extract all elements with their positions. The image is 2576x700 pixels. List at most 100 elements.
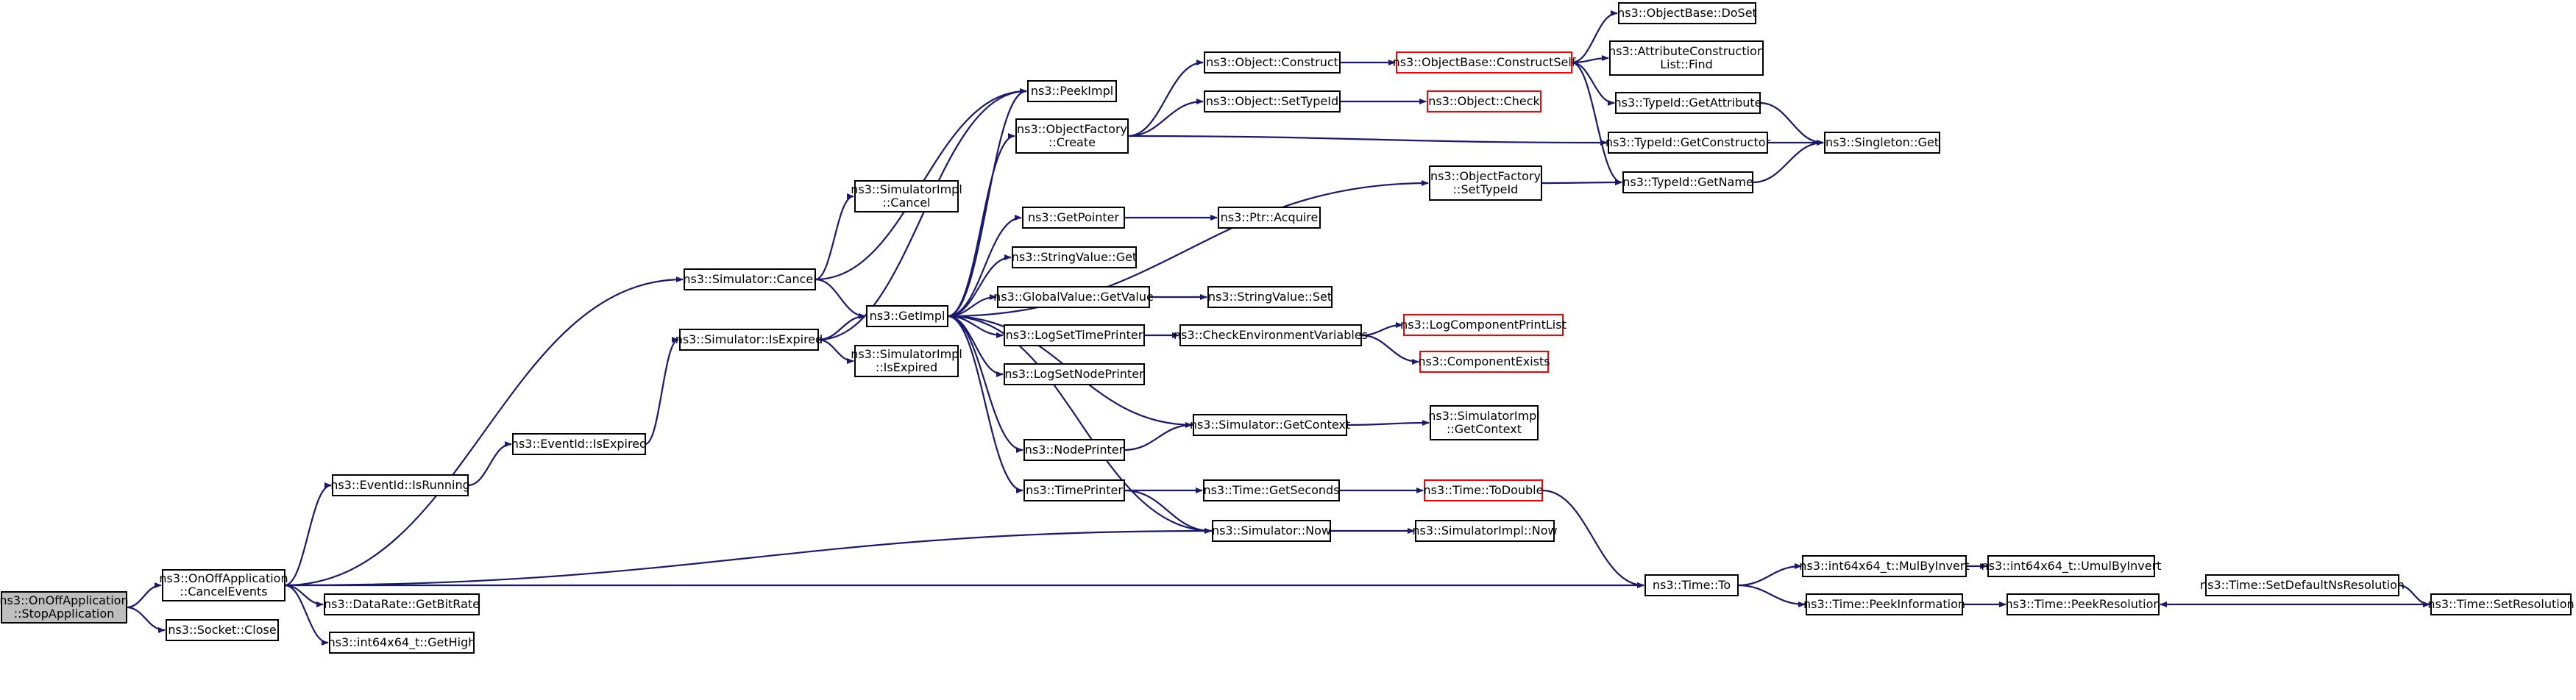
node-box[interactable] [1430, 405, 1539, 440]
node-object-construct[interactable]: ns3::Object::Construct [1204, 51, 1341, 74]
node-box[interactable] [1204, 90, 1341, 113]
node-box[interactable] [1023, 439, 1125, 461]
node-int64x64-gethigh[interactable]: ns3::int64x64_t::GetHigh [328, 632, 476, 654]
node-componentexists[interactable]: ns3::ComponentExists [1418, 351, 1550, 373]
node-box[interactable] [1609, 40, 1764, 76]
node-box[interactable] [1419, 351, 1549, 373]
node-object-check[interactable]: ns3::Object::Check [1427, 90, 1541, 113]
node-getpointer[interactable]: ns3::GetPointer [1022, 207, 1125, 229]
node-objfactory-settypeid[interactable]: ns3::ObjectFactory::SetTypeId [1429, 165, 1542, 201]
node-time-peekinformation[interactable]: ns3::Time::PeekInformation [1803, 593, 1965, 615]
node-box[interactable] [1608, 132, 1768, 154]
node-box[interactable] [1, 591, 127, 624]
node-box[interactable] [166, 619, 279, 641]
node-box[interactable] [1004, 324, 1145, 346]
node-box[interactable] [512, 433, 646, 455]
node-box[interactable] [1004, 363, 1145, 385]
node-box[interactable] [324, 593, 480, 615]
node-box[interactable] [997, 286, 1150, 308]
node-box[interactable] [1204, 51, 1341, 74]
node-box[interactable] [1987, 555, 2155, 577]
node-box[interactable] [866, 305, 948, 327]
node-socket-close[interactable]: ns3::Socket::Close [166, 619, 279, 641]
node-objbase-constructself[interactable]: ns3::ObjectBase::ConstructSelf [1393, 51, 1576, 74]
node-time-getseconds[interactable]: ns3::Time::GetSeconds [1203, 479, 1340, 501]
node-time-setdefaultnsresolution[interactable]: ns3::Time::SetDefaultNsResolution [2200, 574, 2405, 596]
node-box[interactable] [2430, 593, 2572, 615]
node-box[interactable] [1212, 520, 1331, 542]
node-box[interactable] [1615, 92, 1761, 114]
node-cancelevents[interactable]: ns3::OnOffApplication::CancelEvents [159, 569, 288, 601]
node-box[interactable] [1012, 246, 1137, 268]
node-box[interactable] [1218, 207, 1321, 229]
node-box[interactable] [1806, 593, 1963, 615]
node-ptr-acquire[interactable]: ns3::Ptr::Acquire [1218, 207, 1321, 229]
node-eventid-isexpired[interactable]: ns3::EventId::IsExpired [511, 433, 647, 455]
node-object-settypeid[interactable]: ns3::Object::SetTypeId [1204, 90, 1341, 113]
node-int64x64-mulbyinvert[interactable]: ns3::int64x64_t::MulByInvert [1799, 555, 1970, 577]
node-objfactory-create[interactable]: ns3::ObjectFactory::Create [1015, 118, 1129, 154]
node-box[interactable] [1622, 171, 1753, 193]
node-simimpl-isexpired[interactable]: ns3::SimulatorImpl::IsExpired [851, 345, 962, 377]
node-logsettimeprinter[interactable]: ns3::LogSetTimePrinter [1004, 324, 1145, 346]
node-simimpl-now[interactable]: ns3::SimulatorImpl::Now [1412, 520, 1558, 542]
node-timeprinter[interactable]: ns3::TimePrinter [1023, 479, 1125, 501]
node-box[interactable] [854, 180, 959, 213]
node-box[interactable] [1415, 520, 1555, 542]
node-box[interactable] [1207, 286, 1333, 308]
node-simimpl-getcontext[interactable]: ns3::SimulatorImpl::GetContext [1428, 405, 1540, 440]
node-box[interactable] [1802, 555, 1967, 577]
node-box[interactable] [1203, 479, 1340, 501]
node-time-peekresolution[interactable]: ns3::Time::PeekResolution [2005, 593, 2161, 615]
node-simulator-cancel[interactable]: ns3::Simulator::Cancel [683, 268, 817, 290]
node-typeid-getname[interactable]: ns3::TypeId::GetName [1622, 171, 1753, 193]
node-stringvalue-get[interactable]: ns3::StringValue::Get [1012, 246, 1137, 268]
node-checkenvvars[interactable]: ns3::CheckEnvironmentVariables [1174, 324, 1368, 346]
node-box[interactable] [1824, 132, 1940, 154]
node-box[interactable] [2006, 593, 2160, 615]
node-time-to[interactable]: ns3::Time::To [1644, 574, 1739, 596]
node-box[interactable] [854, 345, 959, 377]
node-box[interactable] [1424, 479, 1543, 501]
node-box[interactable] [1193, 414, 1347, 436]
node-box[interactable] [1429, 165, 1542, 201]
node-time-setresolution[interactable]: ns3::Time::SetResolution [2427, 593, 2575, 615]
node-box[interactable] [1179, 324, 1362, 346]
node-box[interactable] [1403, 314, 1564, 336]
node-box[interactable] [1022, 207, 1125, 229]
node-typeid-getattribute[interactable]: ns3::TypeId::GetAttribute [1614, 92, 1762, 114]
node-simimpl-cancel[interactable]: ns3::SimulatorImpl::Cancel [851, 180, 962, 213]
node-box[interactable] [1618, 2, 1756, 24]
node-box[interactable] [2205, 574, 2399, 596]
node-datarate-getbitrate[interactable]: ns3::DataRate::GetBitRate [324, 593, 480, 615]
node-box[interactable] [162, 569, 285, 601]
node-box[interactable] [1027, 80, 1117, 102]
node-simulator-isexpired[interactable]: ns3::Simulator::IsExpired [675, 329, 823, 351]
node-peekimpl[interactable]: ns3::PeekImpl [1027, 80, 1117, 102]
node-box[interactable] [1015, 118, 1129, 154]
node-objbase-doset[interactable]: ns3::ObjectBase::DoSet [1617, 2, 1757, 24]
node-box[interactable] [1644, 574, 1739, 596]
node-stringvalue-set[interactable]: ns3::StringValue::Set [1207, 286, 1333, 308]
node-box[interactable] [1023, 479, 1125, 501]
node-box[interactable] [1427, 90, 1541, 113]
node-box[interactable] [684, 268, 816, 290]
node-globalvalue-getvalue[interactable]: ns3::GlobalValue::GetValue [993, 286, 1154, 308]
node-singleton-get[interactable]: ns3::Singleton::Get [1824, 132, 1940, 154]
node-typeid-getconstructor[interactable]: ns3::TypeId::GetConstructor [1605, 132, 1771, 154]
node-nodeprinter[interactable]: ns3::NodePrinter [1023, 439, 1125, 461]
node-stopapp[interactable]: ns3::OnOffApplication::StopApplication [0, 591, 129, 624]
node-logcomponentprintlist[interactable]: ns3::LogComponentPrintList [1400, 314, 1566, 336]
node-getimpl[interactable]: ns3::GetImpl [866, 305, 948, 327]
node-box[interactable] [1396, 51, 1572, 74]
node-box[interactable] [679, 329, 819, 351]
node-eventid-isrunning[interactable]: ns3::EventId::IsRunning [330, 474, 470, 496]
node-simulator-now[interactable]: ns3::Simulator::Now [1212, 520, 1331, 542]
node-box[interactable] [329, 632, 475, 654]
node-logsetnodeprinter[interactable]: ns3::LogSetNodePrinter [1004, 363, 1145, 385]
node-time-todouble[interactable]: ns3::Time::ToDouble [1424, 479, 1544, 501]
node-int64x64-umulbyinvert[interactable]: ns3::int64x64_t::UmulByInvert [1981, 555, 2162, 577]
node-simulator-getcontext[interactable]: ns3::Simulator::GetContext [1190, 414, 1350, 436]
node-box[interactable] [332, 474, 469, 496]
